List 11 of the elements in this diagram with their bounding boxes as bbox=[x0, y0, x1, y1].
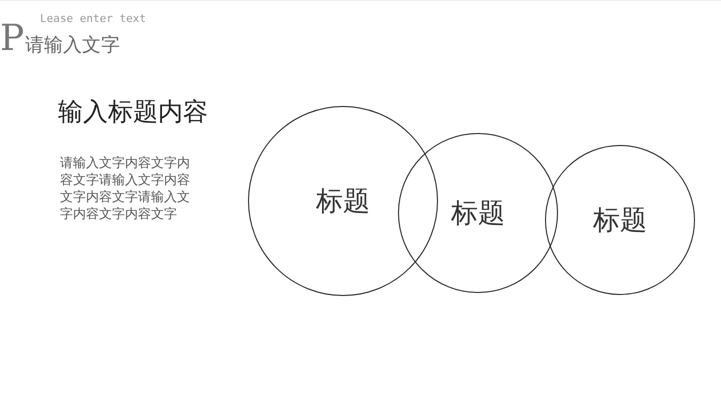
circle-title: 标题 bbox=[593, 204, 647, 238]
circle-title: 标题 bbox=[451, 197, 505, 231]
header-text: 请输入文字 bbox=[25, 33, 120, 58]
header-letter: P bbox=[0, 17, 24, 61]
outline-circle bbox=[248, 106, 438, 296]
outline-circle bbox=[545, 145, 695, 295]
heading-text: 输入标题内容 bbox=[58, 96, 208, 128]
body-paragraph: 请输入文字内容文字内容文字请输入文字内容文字内容文字请输入文字内容文字内容文字 bbox=[60, 156, 191, 224]
subtitle-text: Lease enter text bbox=[40, 12, 146, 26]
outline-circle bbox=[398, 133, 558, 293]
circle-title: 标题 bbox=[316, 185, 370, 219]
